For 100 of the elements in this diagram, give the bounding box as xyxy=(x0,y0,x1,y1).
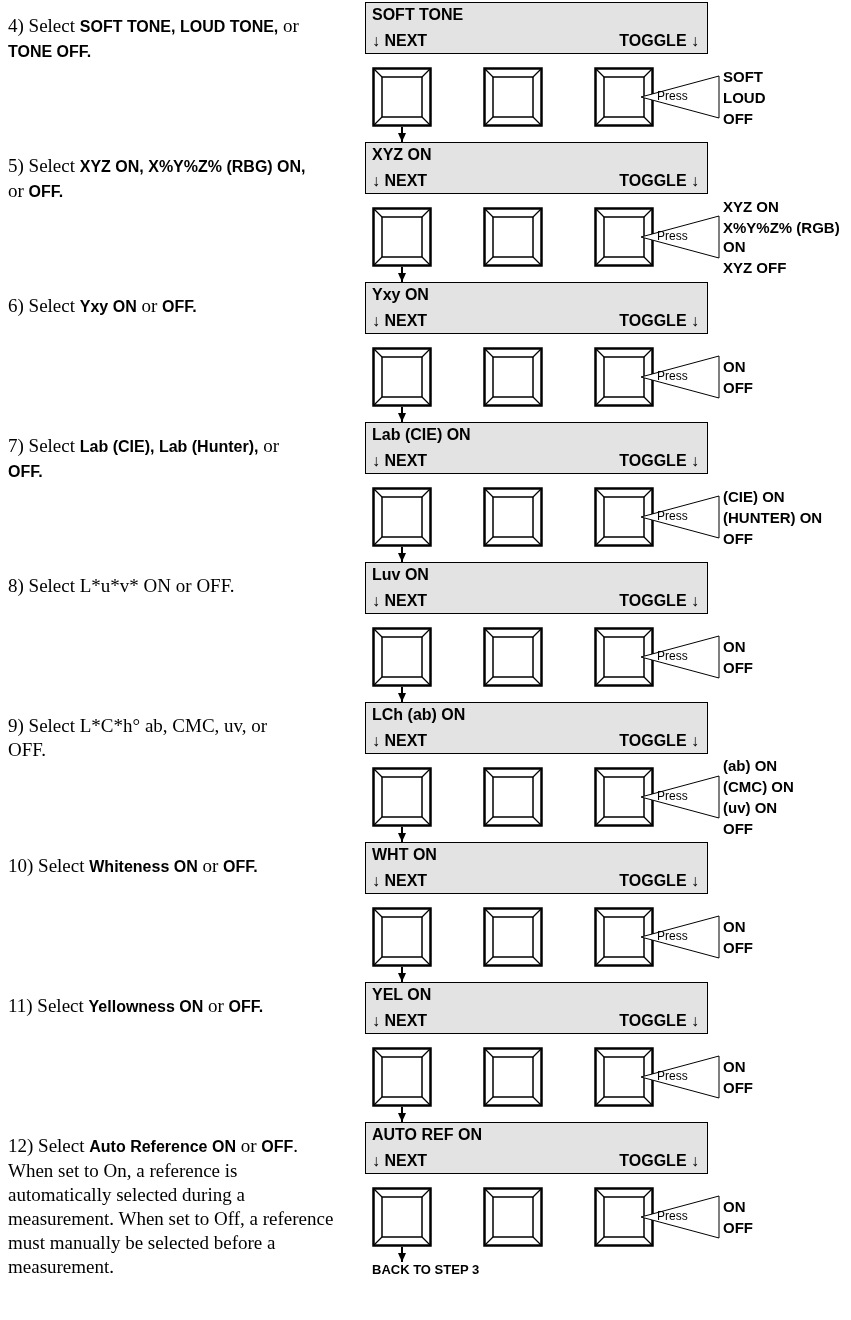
key-button-icon xyxy=(372,67,432,127)
press-callout: Press xyxy=(640,915,720,959)
key-button-icon xyxy=(483,1187,543,1247)
key-button-icon xyxy=(483,347,543,407)
step-instruction: 4) Select SOFT TONE, LOUD TONE, or TONE OFF. xyxy=(8,14,300,62)
key-button-icon xyxy=(372,1047,432,1107)
display-screen xyxy=(365,142,708,194)
option-text: ON xyxy=(723,1057,747,1076)
key-button-icon xyxy=(483,207,543,267)
arrow xyxy=(398,1246,406,1263)
display-screen xyxy=(365,1122,708,1174)
option-text: X%Y%Z% (RGB) ON xyxy=(723,218,841,256)
key-button-icon xyxy=(594,907,654,967)
display-text: Luv ON xyxy=(372,566,429,584)
key-button-icon xyxy=(594,1187,654,1247)
option-text: OFF xyxy=(723,108,754,128)
step-reference-text: BACK TO STEP 3 xyxy=(372,1262,480,1277)
softkey-label: ↓ NEXT xyxy=(372,452,428,470)
display-text: Yxy ON xyxy=(372,286,429,304)
display-screen xyxy=(365,2,708,54)
step-instruction: 7) Select Lab (CIE), Lab (Hunter), or OFF. xyxy=(8,434,280,482)
key-button-icon xyxy=(372,487,432,547)
key-button-icon xyxy=(483,627,543,687)
display-text: SOFT TONE xyxy=(372,6,464,24)
softkey-label: ↓ NEXT xyxy=(372,872,428,890)
arrow xyxy=(398,266,406,283)
press-callout: Press xyxy=(640,75,720,119)
key-button-icon xyxy=(483,487,543,547)
option-text: SOFT xyxy=(723,66,764,86)
softkey-label: ↓ NEXT xyxy=(372,732,428,750)
softkey-label: TOGGLE ↓ xyxy=(619,592,699,610)
display-text: XYZ ON xyxy=(372,146,432,164)
softkey-label: TOGGLE ↓ xyxy=(619,732,699,750)
key-button-icon xyxy=(372,347,432,407)
option-text: OFF xyxy=(723,938,754,957)
key-button-icon xyxy=(372,627,432,687)
press-callout: Press xyxy=(640,1195,720,1239)
softkey-label: TOGGLE ↓ xyxy=(619,872,699,890)
key-button-icon xyxy=(483,67,543,127)
display-screen xyxy=(365,282,708,334)
option-text: (uv) ON xyxy=(723,798,779,817)
softkey-label: TOGGLE ↓ xyxy=(619,312,699,330)
display-text: WHT ON xyxy=(372,846,437,864)
press-callout: Press xyxy=(640,1055,720,1099)
softkey-label: ↓ NEXT xyxy=(372,32,428,50)
option-text: OFF xyxy=(723,1078,754,1097)
option-text: (CIE) ON xyxy=(723,486,786,506)
arrow xyxy=(398,126,406,143)
press-callout: Press xyxy=(640,215,720,259)
option-text: OFF xyxy=(723,378,754,397)
key-button-icon xyxy=(483,767,543,827)
key-button-icon xyxy=(594,1047,654,1107)
option-text: XYZ ON xyxy=(723,197,780,216)
option-text: (ab) ON xyxy=(723,756,779,775)
arrow xyxy=(398,686,406,703)
press-callout: Press xyxy=(640,635,720,679)
key-button-icon xyxy=(483,907,543,967)
arrow xyxy=(398,1106,406,1123)
option-text: XYZ OFF xyxy=(723,258,788,277)
option-text: ON xyxy=(723,1197,747,1216)
display-screen xyxy=(365,562,708,614)
softkey-label: TOGGLE ↓ xyxy=(619,32,699,50)
step-instruction: 10) Select Whiteness ON or OFF. xyxy=(8,854,259,878)
option-text: OFF xyxy=(723,1218,754,1237)
option-text: OFF xyxy=(723,819,754,838)
softkey-label: ↓ NEXT xyxy=(372,592,428,610)
step-instruction: 11) Select Yellowness ON or OFF. xyxy=(8,994,265,1018)
arrow xyxy=(398,406,406,423)
softkey-label: ↓ NEXT xyxy=(372,312,428,330)
press-callout: Press xyxy=(640,495,720,539)
step-instruction: 6) Select Yxy ON or OFF. xyxy=(8,294,198,318)
step-instruction: 8) Select L*u*v* ON or OFF. xyxy=(8,574,236,598)
display-text: AUTO REF ON xyxy=(372,1126,482,1144)
option-text: ON xyxy=(723,357,747,376)
softkey-label: ↓ NEXT xyxy=(372,172,428,190)
softkey-label: TOGGLE ↓ xyxy=(619,1152,699,1170)
key-button-icon xyxy=(594,487,654,547)
key-button-icon xyxy=(594,207,654,267)
display-text: Lab (CIE) ON xyxy=(372,426,471,444)
key-button-icon xyxy=(594,767,654,827)
key-button-icon xyxy=(483,1047,543,1107)
softkey-label: ↓ NEXT xyxy=(372,1152,428,1170)
step-instruction: 9) Select L*C*h° ab, CMC, uv, or OFF. xyxy=(8,714,269,762)
arrow xyxy=(398,546,406,563)
step-instruction: 5) Select XYZ ON, X%Y%Z% (RBG) ON, or OFF. xyxy=(8,154,307,203)
display-screen xyxy=(365,702,708,754)
arrow xyxy=(398,966,406,983)
option-text: ON xyxy=(723,637,747,656)
key-button-icon xyxy=(372,207,432,267)
softkey-label: ↓ NEXT xyxy=(372,1012,428,1030)
arrow xyxy=(398,826,406,843)
key-button-icon xyxy=(372,1187,432,1247)
softkey-label: TOGGLE ↓ xyxy=(619,172,699,190)
press-callout: Press xyxy=(640,775,720,819)
option-text: LOUD xyxy=(723,87,767,107)
option-text: OFF xyxy=(723,658,754,677)
softkey-label: TOGGLE ↓ xyxy=(619,452,699,470)
option-text: (CMC) ON xyxy=(723,777,795,796)
option-text: OFF xyxy=(723,528,754,548)
key-button-icon xyxy=(594,627,654,687)
